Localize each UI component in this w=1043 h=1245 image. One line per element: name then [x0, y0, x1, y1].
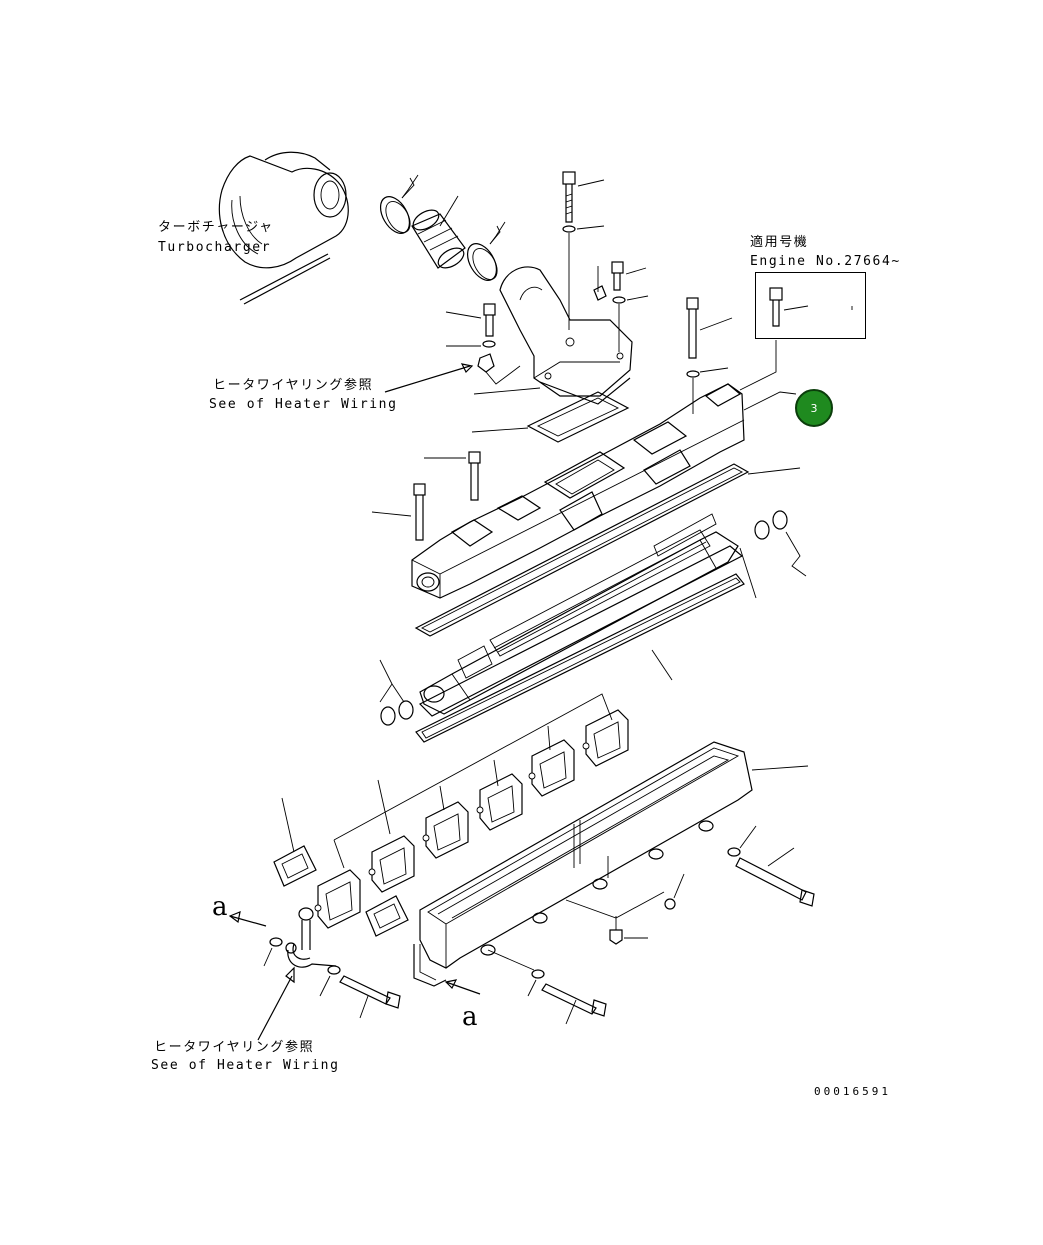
- valve-block-4: [476, 773, 523, 831]
- valve-block-2: [368, 835, 415, 893]
- gasket-small-2: [365, 895, 409, 937]
- valve-block-5: [528, 739, 575, 797]
- ref-a-label-left: a: [212, 892, 228, 922]
- washer-lower-left-1: [263, 937, 283, 967]
- gasket-top: [471, 387, 630, 443]
- heater-wiring-label-en-1: See of Heater Wiring: [209, 397, 398, 412]
- bolt-manifold-2: [371, 483, 426, 541]
- bolt-top-1: [562, 171, 605, 223]
- intake-case: [419, 741, 809, 969]
- intake-manifold: [411, 340, 797, 599]
- gasket-small-1: [273, 797, 317, 887]
- washer-left-1: [446, 340, 496, 348]
- valve-block-3: [422, 801, 469, 859]
- heater-wiring-label-jp-2: ヒータワイヤリング参照: [154, 1040, 315, 1055]
- engine-option-bolt: [769, 287, 853, 327]
- turbocharger-drawing: [218, 151, 349, 305]
- engine-option-box: [755, 272, 866, 339]
- heater-gasket-upper: [418, 545, 744, 717]
- applicable-label-jp: 適用号機: [750, 235, 809, 250]
- washer-right: [686, 367, 729, 414]
- manifold-gasket: [414, 463, 801, 637]
- applicable-label-en: Engine No.27664~: [750, 254, 901, 269]
- heater-gasket-lower: [415, 573, 745, 743]
- heater-wiring-label-jp-1: ヒータワイヤリング参照: [213, 378, 374, 393]
- bolt-bottom-small: [664, 873, 685, 910]
- washer-bottom-middle: [487, 949, 545, 997]
- valve-block-1: [314, 869, 361, 929]
- bolt-top-2: [611, 261, 647, 291]
- plug-top: [593, 266, 607, 301]
- air-connection-elbow: [499, 266, 633, 405]
- turbocharger-label-jp: ターボチャージャ: [158, 220, 274, 235]
- connecting-hose: [411, 195, 466, 269]
- heater-wiring-label-en-2: See of Heater Wiring: [151, 1058, 340, 1073]
- part-callout-3[interactable]: 3: [795, 389, 833, 427]
- valve-block-leaders: [333, 693, 613, 869]
- hose-clamp-lower: [466, 221, 506, 281]
- washer-lower-left-2: [319, 965, 341, 997]
- bolt-left-1: [445, 303, 496, 337]
- drawing-number: 00016591: [814, 1085, 891, 1098]
- plug-bottom: [609, 916, 648, 945]
- callout-number: 3: [810, 401, 818, 415]
- intake-heater: [419, 513, 757, 715]
- ref-a-arrow-left: [228, 911, 267, 927]
- heater-connector-top: [384, 353, 521, 393]
- heater-pipe-right: [413, 944, 481, 995]
- turbocharger-label-en: Turbocharger: [158, 240, 272, 255]
- orings-right: [754, 510, 807, 577]
- washer-top-2: [612, 295, 649, 352]
- bolt-manifold-1: [424, 451, 481, 501]
- orings-left: [379, 659, 414, 726]
- hose-clamp-upper: [379, 174, 419, 234]
- washer-top-1: [562, 225, 605, 330]
- heater-ring-connector: [285, 907, 337, 968]
- ref-a-label-bottom: a: [462, 1002, 478, 1032]
- long-bolt-right: [735, 847, 815, 907]
- bolt-right-long: [686, 297, 733, 359]
- washer-bottom-right: [727, 825, 757, 857]
- valve-block-6: [582, 709, 629, 767]
- long-bolt-left: [339, 975, 401, 1019]
- heater-wiring-arrow-2: [257, 966, 295, 1041]
- long-bolt-middle: [541, 983, 607, 1025]
